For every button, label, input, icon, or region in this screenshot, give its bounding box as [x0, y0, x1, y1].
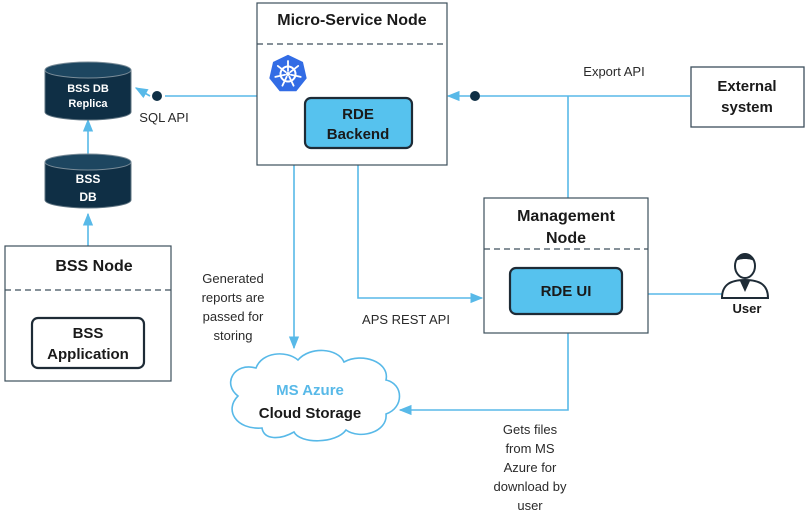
user-icon — [720, 253, 770, 299]
generated-reports-line2: reports are — [202, 290, 265, 305]
database-icon — [44, 61, 132, 121]
database-icon — [44, 153, 132, 209]
kubernetes-icon — [267, 53, 309, 93]
bss-application-box[interactable]: BSS Application — [30, 316, 146, 370]
generated-reports-line3: passed for — [203, 309, 264, 324]
bss-db-label-line2: DB — [79, 190, 97, 204]
aps-rest-api-label: APS REST API — [362, 312, 450, 327]
bss-db-replica-label-line2: Replica — [68, 98, 108, 110]
microservice-node-title: Micro-Service Node — [277, 12, 426, 29]
cloud-icon — [229, 349, 401, 442]
aps-rest-api-arrow — [357, 148, 484, 304]
bss-db-replica-label-line1: BSS DB — [67, 83, 109, 95]
sql-api-port-icon — [152, 91, 162, 101]
gets-files-line3: Azure for — [504, 460, 557, 475]
export-api-label: Export API — [583, 64, 644, 79]
external-system-label-line1: External — [717, 78, 776, 95]
sql-api-label: SQL API — [139, 110, 188, 125]
external-system-box[interactable]: External system — [690, 66, 805, 128]
bss-application-label-line1: BSS — [73, 325, 104, 342]
ms-azure-cloud-storage[interactable]: MS Azure Cloud Storage — [229, 349, 401, 442]
generated-reports-line1: Generated — [202, 271, 263, 286]
management-node-title-line1: Management — [517, 208, 615, 225]
gets-files-line2: from MS — [505, 441, 554, 456]
management-node: Management Node RDE UI — [483, 197, 649, 334]
bss-node-title: BSS Node — [55, 258, 132, 275]
cloud-label-line2: Cloud Storage — [259, 405, 362, 422]
bss-node: BSS Node BSS Application — [4, 245, 172, 382]
rde-backend-label-line2: Backend — [327, 126, 390, 143]
cloud-label-line1: MS Azure — [276, 382, 344, 399]
bss-db-replica[interactable]: BSS DB Replica — [44, 61, 132, 121]
bss-db-label-line1: BSS — [76, 172, 101, 186]
user-actor[interactable]: User — [720, 253, 770, 316]
management-node-title-line2: Node — [546, 230, 586, 247]
gets-files-line1: Gets files — [503, 422, 558, 437]
rde-backend-box[interactable]: RDE Backend — [303, 96, 414, 150]
generated-reports-label: Generated reports are passed for storing — [202, 271, 265, 343]
ui-to-cloud-arrow — [398, 314, 569, 416]
rde-ui-box[interactable]: RDE UI — [508, 266, 624, 316]
rde-ui-label: RDE UI — [541, 283, 592, 300]
generated-reports-line4: storing — [213, 328, 252, 343]
microservice-node: Micro-Service Node RDE Backend — [256, 2, 448, 166]
gets-files-line5: user — [517, 498, 543, 513]
bss-application-label-line2: Application — [47, 346, 129, 363]
bss-db[interactable]: BSS DB — [44, 153, 132, 209]
gets-files-line4: download by — [494, 479, 567, 494]
rde-backend-label-line1: RDE — [342, 106, 374, 123]
gets-files-label: Gets files from MS Azure for download by… — [494, 422, 567, 513]
export-api-port-icon — [470, 91, 480, 101]
sql-api-arrow — [134, 87, 151, 99]
external-system-label-line2: system — [721, 99, 773, 116]
user-label: User — [733, 301, 762, 316]
